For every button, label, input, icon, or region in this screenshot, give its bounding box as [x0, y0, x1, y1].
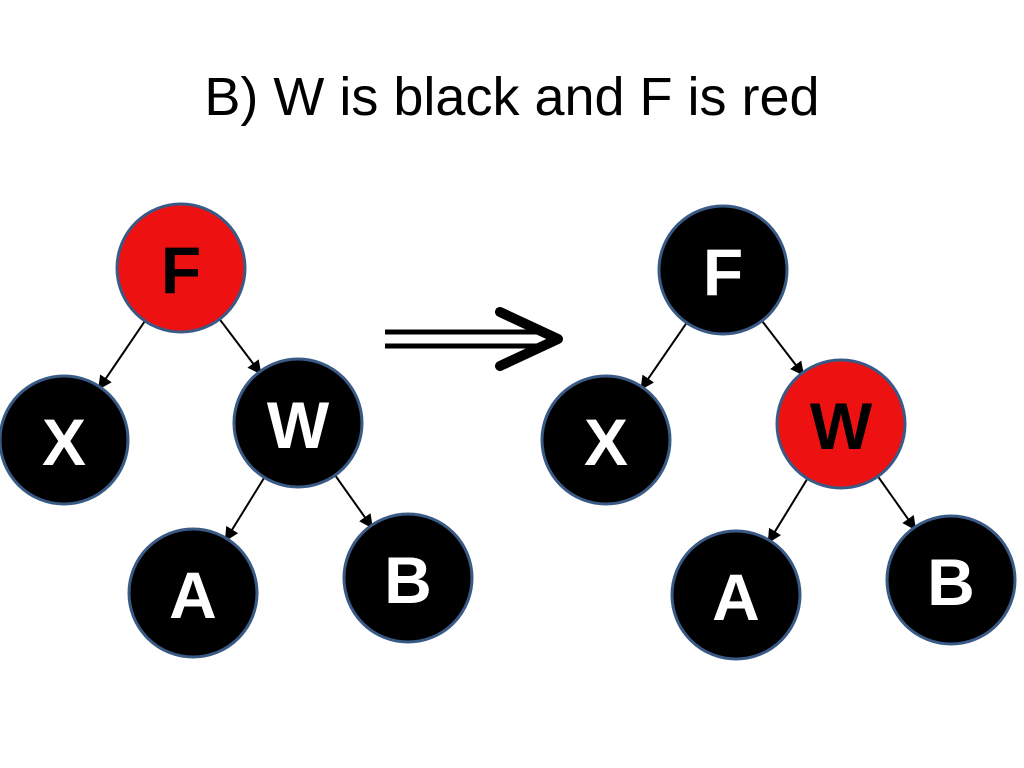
- after-edge-w-b: [873, 470, 917, 531]
- before-node-w-label: W: [267, 388, 330, 462]
- before-node-b-label: B: [384, 543, 432, 617]
- after-node-b-label: B: [927, 545, 975, 619]
- after-node-b-circle: [885, 514, 1017, 646]
- after-node-a-circle: [670, 529, 802, 661]
- before-edge-f-w: [215, 313, 262, 375]
- before-node-a: A: [127, 527, 259, 659]
- before-node-x-label: X: [42, 405, 86, 479]
- before-node-a-label: A: [169, 558, 217, 632]
- after-node-f-label: F: [703, 235, 743, 309]
- after-tree: F X W A B: [540, 204, 1017, 661]
- before-edge-w-a: [224, 471, 269, 542]
- before-node-b: B: [342, 512, 474, 644]
- after-node-b: B: [885, 514, 1017, 646]
- transform-double-arrow-icon: [385, 307, 563, 371]
- after-node-w: W: [775, 358, 907, 490]
- before-tree: F X W A B: [0, 202, 474, 659]
- after-node-w-label: W: [810, 389, 873, 463]
- after-node-x-label: X: [584, 405, 628, 479]
- before-node-x-circle: [0, 374, 130, 506]
- after-node-f: F: [657, 204, 789, 336]
- slide-title: B) W is black and F is red: [204, 67, 820, 127]
- after-node-f-circle: [657, 204, 789, 336]
- after-node-x: X: [540, 374, 672, 506]
- after-edge-f-x: [640, 317, 691, 391]
- before-edge-f-x: [98, 315, 150, 390]
- after-edge-f-w: [757, 315, 805, 376]
- before-node-w: W: [232, 357, 364, 489]
- before-node-f-circle: [115, 202, 247, 334]
- before-node-w-circle: [232, 357, 364, 489]
- before-node-f: F: [115, 202, 247, 334]
- before-node-f-label: F: [161, 233, 201, 307]
- before-node-b-circle: [342, 512, 474, 644]
- before-edge-w-b: [330, 469, 373, 529]
- after-node-x-circle: [540, 374, 672, 506]
- after-node-a-label: A: [712, 560, 760, 634]
- before-node-x: X: [0, 374, 130, 506]
- before-node-a-circle: [127, 527, 259, 659]
- after-node-a: A: [670, 529, 802, 661]
- after-edge-w-a: [767, 472, 812, 544]
- after-node-w-circle: [775, 358, 907, 490]
